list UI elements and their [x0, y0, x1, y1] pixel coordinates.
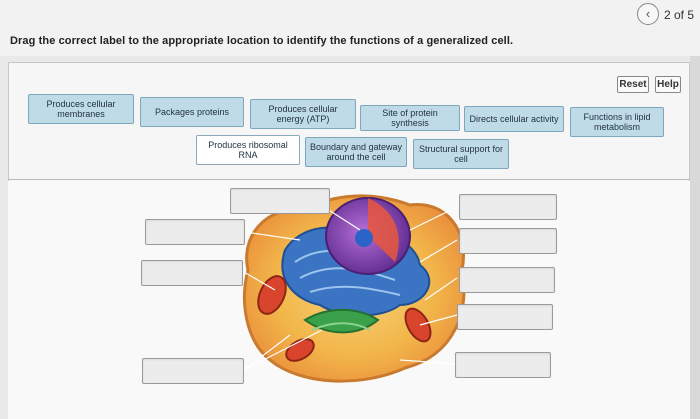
label-tile[interactable]: Functions in lipid metabolism [570, 107, 664, 137]
drop-slot[interactable] [459, 228, 557, 254]
label-tile[interactable]: Directs cellular activity [464, 106, 564, 132]
page-edge [690, 56, 700, 419]
drop-slot[interactable] [455, 352, 551, 378]
label-tile[interactable]: Boundary and gateway around the cell [305, 137, 407, 167]
page-indicator: 2 of 5 [664, 8, 695, 22]
label-tile[interactable]: Produces cellular energy (ATP) [250, 99, 356, 129]
mitochondrion [257, 275, 287, 315]
leader-lines [243, 206, 458, 371]
drop-slot[interactable] [230, 188, 330, 214]
mitochondrion [404, 307, 432, 343]
label-tile[interactable]: Produces cellular membranes [28, 94, 134, 124]
label-tile[interactable]: Packages proteins [140, 97, 244, 127]
label-bank [8, 62, 690, 180]
drop-slot[interactable] [459, 194, 557, 220]
drop-slot[interactable] [459, 267, 555, 293]
drop-slot[interactable] [142, 358, 244, 384]
back-button[interactable]: ‹ [637, 3, 659, 25]
nucleolus [355, 229, 373, 247]
label-tile[interactable]: Site of protein synthesis [360, 105, 460, 131]
drop-slot[interactable] [457, 304, 553, 330]
question-text: Drag the correct label to the appropriat… [10, 35, 514, 47]
drop-slot[interactable] [141, 260, 243, 286]
label-tile[interactable]: Produces ribosomal RNA [196, 135, 300, 165]
reset-button[interactable]: Reset [617, 76, 649, 93]
help-button[interactable]: Help [655, 76, 681, 93]
drop-slot[interactable] [145, 219, 245, 245]
top-bar [0, 0, 700, 56]
label-tile[interactable]: Structural support for cell [413, 139, 509, 169]
